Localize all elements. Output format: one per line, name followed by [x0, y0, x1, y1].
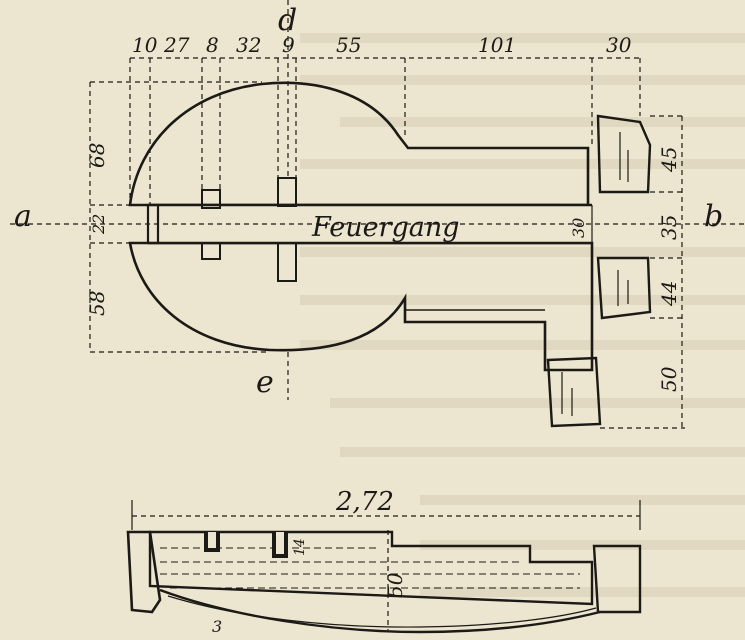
section-water-lines: [160, 547, 580, 589]
dim-left-68: 68: [85, 143, 109, 168]
dimension-lines: [10, 0, 745, 429]
pocket-3: [201, 242, 221, 260]
section-right-block: [592, 544, 642, 614]
pocket-1: [201, 189, 221, 209]
plan-lower-body: [128, 241, 594, 372]
dim-left-22: 22: [89, 214, 108, 235]
section-depth-label: 50: [383, 572, 407, 598]
dim-top-27: 27: [163, 33, 190, 57]
pocket-4: [277, 242, 297, 282]
section-label-b: b: [704, 199, 723, 234]
stone-texture: [561, 132, 629, 416]
section-dimension-line: [131, 500, 641, 630]
dim-right-50: 50: [657, 366, 681, 392]
plan-upper-body: [128, 81, 590, 207]
dim-inner-30: 30: [569, 218, 588, 238]
section-mark-3: 3: [212, 617, 222, 636]
dim-top-8: 8: [206, 33, 219, 57]
section-left-wall: [126, 530, 162, 614]
top-dimension-labels: 10 27 8 32 9 55 101 30: [132, 33, 632, 57]
dim-top-101: 101: [478, 33, 516, 57]
dim-left-58: 58: [85, 291, 109, 316]
dim-top-30: 30: [606, 33, 632, 57]
dim-top-55: 55: [336, 33, 361, 57]
pocket-2: [277, 177, 297, 207]
section-floor-curve-inner: [167, 595, 597, 628]
right-dimension-labels: 45 35 44 50: [657, 147, 681, 392]
dim-right-44: 44: [657, 281, 681, 307]
section-body: [148, 530, 594, 606]
section-label-a: a: [14, 199, 32, 234]
section-mark-14: 14: [292, 538, 308, 556]
stone-blocks: [546, 114, 652, 428]
dim-top-32: 32: [236, 33, 261, 57]
section-slot-2-inner: [276, 532, 284, 554]
dim-top-10: 10: [132, 33, 158, 57]
left-dimension-labels: 68 22 58: [85, 143, 109, 316]
section-label-e: e: [256, 365, 274, 400]
dim-right-45: 45: [657, 147, 681, 173]
dim-top-9: 9: [282, 33, 295, 57]
section-slot-1-inner: [208, 532, 216, 548]
section-length-label: 2,72: [335, 487, 394, 517]
section-floor-curve: [159, 588, 601, 634]
section-label-d: d: [278, 3, 297, 38]
plan-title: Feuergang: [311, 212, 460, 243]
dim-right-35: 35: [657, 215, 681, 240]
